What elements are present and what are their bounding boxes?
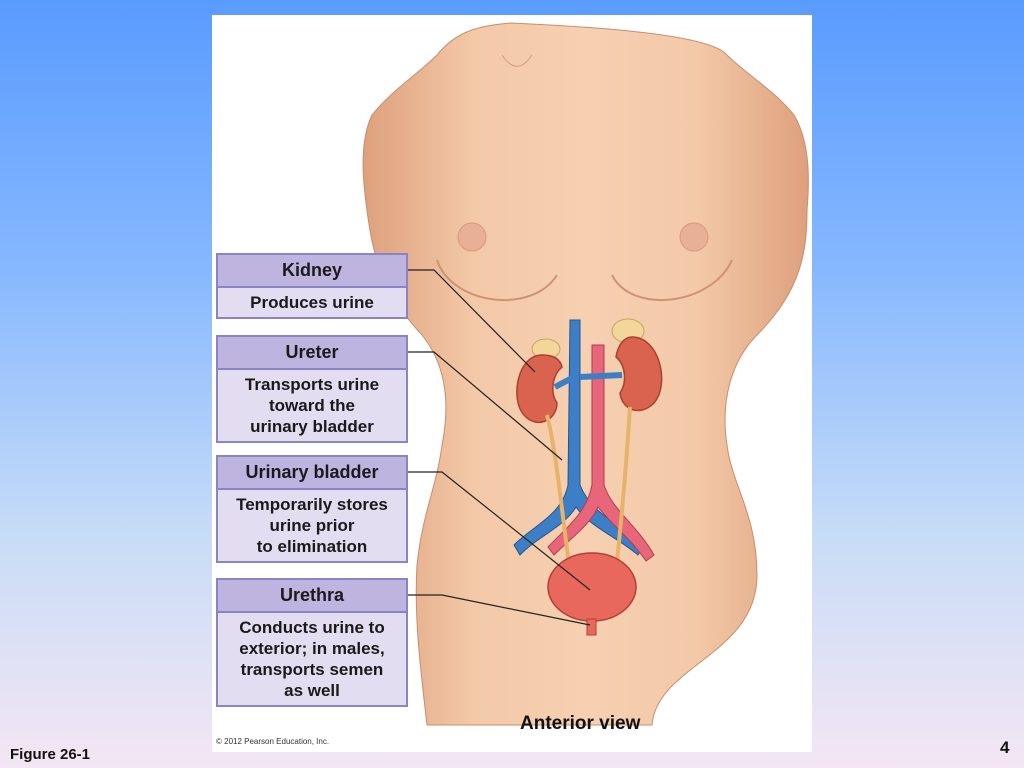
right-nipple bbox=[679, 222, 709, 252]
label-kidney-title: Kidney bbox=[218, 255, 406, 288]
leader-urethra bbox=[408, 594, 591, 626]
view-label: Anterior view bbox=[520, 713, 641, 734]
label-urinary-bladder: Urinary bladder Temporarily stores urine… bbox=[216, 455, 408, 563]
leader-bladder bbox=[408, 471, 591, 591]
label-ureter: Ureter Transports urine toward the urina… bbox=[216, 335, 408, 443]
label-urethra-desc: Conducts urine to exterior; in males, tr… bbox=[218, 613, 406, 705]
renal-vessels bbox=[553, 372, 623, 390]
slide-number: 4 bbox=[1000, 738, 1010, 757]
label-urethra: Urethra Conducts urine to exterior; in m… bbox=[216, 578, 408, 707]
leader-kidney bbox=[408, 269, 536, 373]
figure-panel: Kidney Produces urine Ureter Transports … bbox=[212, 15, 812, 752]
ureter-right bbox=[614, 406, 632, 572]
label-ureter-desc: Transports urine toward the urinary blad… bbox=[218, 370, 406, 441]
left-breast bbox=[436, 259, 558, 302]
kidney-left bbox=[516, 354, 563, 424]
ureter-left bbox=[545, 414, 572, 572]
figure-caption: Figure 26-1 bbox=[10, 746, 91, 763]
label-urinary-bladder-title: Urinary bladder bbox=[218, 457, 406, 490]
anatomy-illustration bbox=[362, 22, 809, 726]
label-kidney-desc: Produces urine bbox=[218, 288, 406, 317]
right-breast bbox=[611, 259, 733, 302]
neck-line bbox=[501, 54, 533, 67]
label-urethra-title: Urethra bbox=[218, 580, 406, 613]
copyright-notice: © 2012 Pearson Education, Inc. bbox=[216, 737, 330, 746]
left-nipple bbox=[457, 222, 487, 252]
urethra-shape bbox=[586, 618, 597, 636]
urinary-bladder-shape bbox=[547, 552, 637, 622]
kidney-right bbox=[615, 336, 663, 412]
leader-ureter bbox=[408, 351, 563, 461]
label-kidney: Kidney Produces urine bbox=[216, 253, 408, 319]
label-ureter-title: Ureter bbox=[218, 337, 406, 370]
label-urinary-bladder-desc: Temporarily stores urine prior to elimin… bbox=[218, 490, 406, 561]
